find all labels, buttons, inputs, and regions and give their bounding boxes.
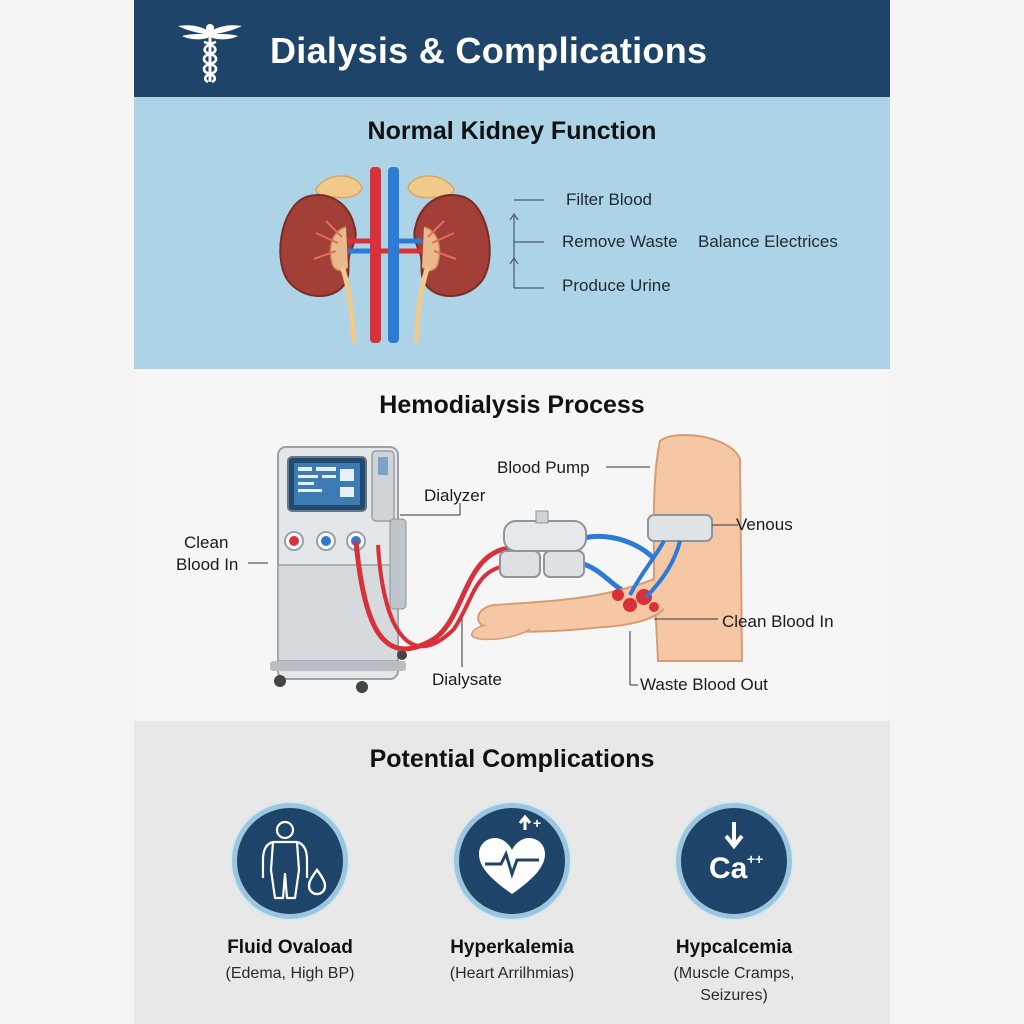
function-filter-blood: Filter Blood	[566, 190, 652, 209]
calcium-charge: ++	[747, 851, 763, 867]
complication-name: Hyperkalemia	[450, 937, 574, 958]
complication-desc: (Edema, High BP)	[225, 965, 355, 982]
kidney-function-list: Filter Blood Remove Waste Balance Electr…	[504, 182, 890, 302]
complication-name: Fluid Ovaload	[227, 937, 353, 958]
label-clean-left-line1: Clean	[184, 533, 229, 552]
label-venous: Venous	[736, 515, 793, 534]
label-blood-pump: Blood Pump	[497, 458, 590, 477]
complication-badge: Ca ++	[676, 803, 792, 919]
complication-card-hyperkalemia: + Hyperkalemia (Heart Arrilhmias)	[412, 803, 612, 985]
complication-desc: (Muscle Cramps, Seizures)	[673, 965, 795, 1004]
body-droplet-icon	[261, 820, 327, 900]
function-remove-waste: Remove Waste	[562, 232, 678, 251]
kidney-section-title: Normal Kidney Function	[367, 117, 657, 145]
label-dialyzer: Dialyzer	[424, 486, 486, 505]
heart-pulse-icon: +	[479, 814, 545, 894]
page-title: Dialysis & Complications	[270, 30, 708, 71]
dialyzer-unit	[499, 510, 587, 578]
hemodialysis-section-title: Hemodialysis Process	[379, 391, 645, 419]
dialysis-machine	[270, 446, 407, 693]
header-banner: Dialysis & Complications	[134, 0, 890, 97]
complication-card-fluid-overload: Fluid Ovaload (Edema, High BP)	[190, 803, 390, 985]
label-clean-blood-in: Clean Blood In	[722, 612, 834, 631]
label-dialysate: Dialysate	[432, 670, 502, 689]
infographic-page: Dialysis & Complications Normal Kidney F…	[134, 0, 890, 1024]
function-balance-electrolytes: Balance Electrices	[698, 232, 838, 251]
caduceus-icon	[178, 24, 242, 84]
kidney-illustration	[279, 167, 491, 343]
function-produce-urine: Produce Urine	[562, 276, 671, 295]
hemodialysis-illustration	[248, 434, 744, 693]
svg-text:+: +	[533, 815, 541, 831]
patient-arm	[470, 434, 744, 662]
calcium-down-icon: Ca ++	[709, 822, 763, 885]
complication-badge	[232, 803, 348, 919]
kidney-function-section: Normal Kidney Function	[134, 97, 890, 369]
calcium-symbol: Ca	[709, 852, 748, 885]
complication-badge: +	[454, 803, 570, 919]
complications-section-title: Potential Complications	[369, 745, 655, 773]
complication-desc: (Heart Arrilhmias)	[449, 965, 575, 982]
label-waste-blood-out: Waste Blood Out	[640, 675, 768, 694]
complication-card-hypocalcemia: Ca ++ Hypcalcemia (Muscle Cramps, Seizur…	[634, 803, 834, 1007]
complication-name: Hypcalcemia	[675, 937, 793, 958]
function-bracket	[509, 199, 544, 289]
hemodialysis-section: Hemodialysis Process	[134, 369, 890, 721]
label-clean-left-line2: Blood In	[176, 555, 239, 574]
complications-section: Potential Complications Fluid Ovaload (E…	[134, 721, 890, 1024]
